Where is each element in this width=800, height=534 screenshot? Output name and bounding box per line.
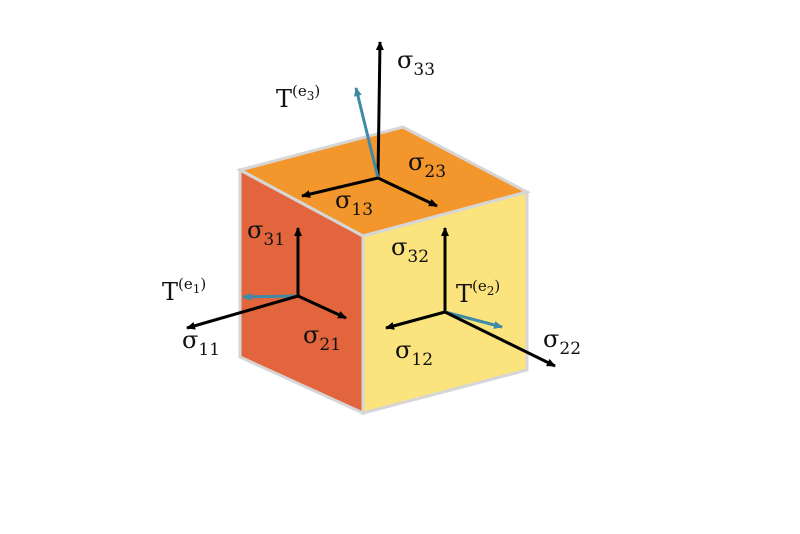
traction-e3-label: T(e3) bbox=[276, 82, 320, 113]
sigma11-label: σ11 bbox=[182, 326, 220, 360]
traction-e2-label: T(e2) bbox=[456, 277, 500, 308]
sigma31-label: σ31 bbox=[247, 216, 285, 250]
sigma13-arrow bbox=[301, 176, 379, 199]
sigma11-arrow bbox=[186, 294, 299, 330]
sigma22-label: σ22 bbox=[543, 325, 581, 359]
traction-e1-label: T(e1) bbox=[162, 275, 206, 306]
traction-e2-arrow bbox=[444, 310, 503, 329]
sigma33-arrow bbox=[375, 41, 384, 179]
sigma33-label: σ33 bbox=[397, 46, 435, 80]
sigma23-arrow bbox=[377, 176, 438, 208]
sigma12-arrow bbox=[385, 310, 446, 330]
traction-e1-arrow bbox=[242, 292, 299, 301]
sigma21-arrow bbox=[297, 294, 347, 320]
sigma12-label: σ12 bbox=[395, 336, 433, 370]
sigma23-label: σ23 bbox=[408, 148, 446, 182]
sigma22-arrow bbox=[444, 310, 556, 368]
sigma13-label: σ13 bbox=[335, 186, 373, 220]
sigma21-label: σ21 bbox=[303, 321, 341, 355]
traction-e3-arrow bbox=[354, 87, 380, 179]
sigma32-label: σ32 bbox=[391, 233, 429, 267]
